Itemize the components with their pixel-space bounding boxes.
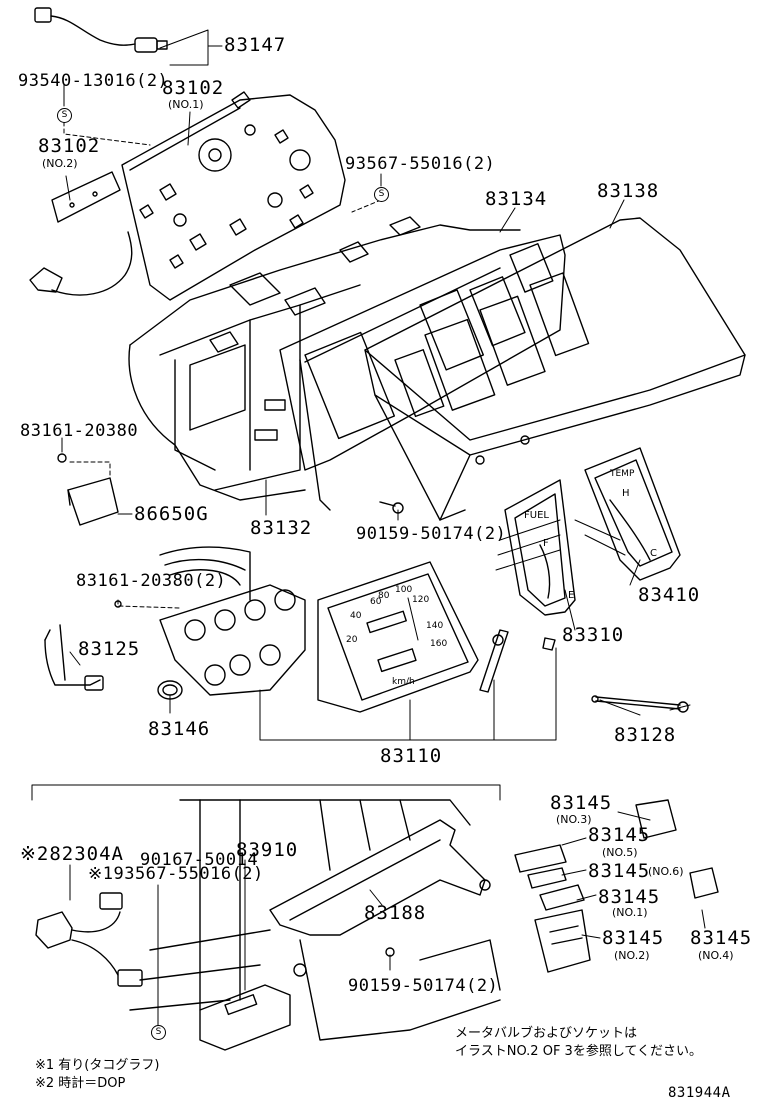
cluster-panel-83138 [364, 217, 746, 521]
leader-lines [31, 29, 706, 1026]
part-label-90159-50174-lower: 90159-50174(2) [348, 976, 499, 996]
speed-tick: 100 [395, 585, 413, 595]
speedometer-unit: km/h [392, 677, 415, 687]
gauge-mark: H [622, 488, 630, 499]
gauge-mark: C [650, 548, 657, 559]
part-label-83910: 83910 [236, 839, 299, 861]
part-label-83125: 83125 [78, 638, 141, 660]
speed-tick: 120 [412, 595, 430, 605]
bulb-note-line1: メータバルブおよびソケットは [455, 1026, 638, 1041]
lamp-caps-83145 [514, 799, 719, 973]
temp-gauge-label: TEMP [610, 469, 635, 479]
part-label-83145-no2: 83145 [602, 927, 665, 949]
speed-tick: 160 [430, 639, 448, 649]
part-label-83188: 83188 [364, 902, 427, 924]
part-label-90159-50174-upper: 90159-50174(2) [356, 524, 507, 544]
tachograph-83910 [199, 984, 291, 1051]
circuit-board-83102-no1 [121, 91, 346, 301]
part-label-83146: 83146 [148, 718, 211, 740]
bracket-83188 [129, 799, 501, 1041]
speed-tick: 40 [350, 611, 362, 621]
part-label-93567-55016-2: ※193567-55016(2) [88, 864, 264, 884]
marker-circle-s: S [57, 108, 72, 123]
meter-plug-assembly [114, 546, 306, 696]
fuel-gauge-83310 [495, 479, 576, 616]
meter-housing-83132 [128, 216, 521, 501]
fuel-gauge-label: FUEL [524, 510, 549, 521]
temp-gauge-83410 [574, 447, 681, 581]
wire-83125 [44, 624, 104, 691]
part-label-83145-no5: 83145 [588, 824, 651, 846]
part-label-83102-no1: 83102 [162, 77, 225, 99]
diagram-code: 831944A [668, 1085, 731, 1101]
footnote-1: ※1 有り(タコグラフ) [35, 1058, 160, 1073]
part-label-83161-20380-2: 83161-20380(2) [76, 571, 227, 591]
pointer-parts [479, 629, 556, 693]
rod-83128 [591, 695, 689, 713]
part-label-83147: 83147 [224, 34, 287, 56]
bulb-note-line2: イラストNO.2 OF 3を参照してください。 [455, 1044, 703, 1059]
wire-harness-83147 [34, 7, 168, 53]
part-label-93567-55016: 93567-55016(2) [345, 154, 496, 174]
part-label-83410: 83410 [638, 584, 701, 606]
screw-90159 [379, 501, 404, 514]
part-label-83145-no1: 83145 [598, 886, 661, 908]
socket-wire-left [29, 231, 133, 296]
part-label-83128: 83128 [614, 724, 677, 746]
part-label-83310: 83310 [562, 624, 625, 646]
speed-tick: 80 [378, 591, 390, 601]
part-label-83134: 83134 [485, 188, 548, 210]
part-label-93540-13016: 93540-13016(2) [18, 71, 169, 91]
part-label-83132: 83132 [250, 517, 313, 539]
speedometer-83110 [317, 561, 479, 713]
part-label-83138: 83138 [597, 180, 660, 202]
part-sub-83145-no2: (NO.2) [614, 949, 650, 962]
speed-tick: 140 [426, 621, 444, 631]
buzzer-86650g [57, 453, 119, 526]
gauge-mark: F [543, 538, 549, 549]
part-sub-83145-no1: (NO.1) [612, 906, 648, 919]
part-sub-83102-no2: (NO.2) [42, 157, 78, 170]
part-label-83102-no2: 83102 [38, 135, 101, 157]
part-label-86650g: 86650G [134, 503, 209, 525]
part-label-90167-50014: 90167-50014 [140, 850, 259, 870]
part-label-83145-no4: 83145 [690, 927, 753, 949]
gauge-mark: E [568, 590, 575, 601]
footnote-2: ※2 時計＝DOP [35, 1076, 126, 1091]
marker-circle-s: S [151, 1025, 166, 1040]
part-label-83161-20380: 83161-20380 [20, 421, 139, 441]
speed-tick: 20 [346, 635, 358, 645]
part-sub-83145-no4: (NO.4) [698, 949, 734, 962]
part-sub-83145-no3: (NO.3) [556, 813, 592, 826]
speed-tick: 60 [370, 597, 382, 607]
part-label-83145-no6: 83145 [588, 860, 651, 882]
meter-frame-83134 [279, 234, 566, 511]
part-sub-83102-no1: (NO.1) [168, 98, 204, 111]
marker-circle-s: S [374, 187, 389, 202]
part-label-82304a: ※282304A [20, 843, 124, 865]
part-label-83110: 83110 [380, 745, 443, 767]
clock-harness-82304a [35, 892, 143, 987]
part-sub-83145-no5: (NO.5) [602, 846, 638, 859]
part-sub-83145-no6: (NO.6) [648, 865, 684, 878]
circuit-board-83102-no2 [51, 171, 121, 223]
part-label-83145-no3: 83145 [550, 792, 613, 814]
clip-83146 [157, 680, 183, 700]
